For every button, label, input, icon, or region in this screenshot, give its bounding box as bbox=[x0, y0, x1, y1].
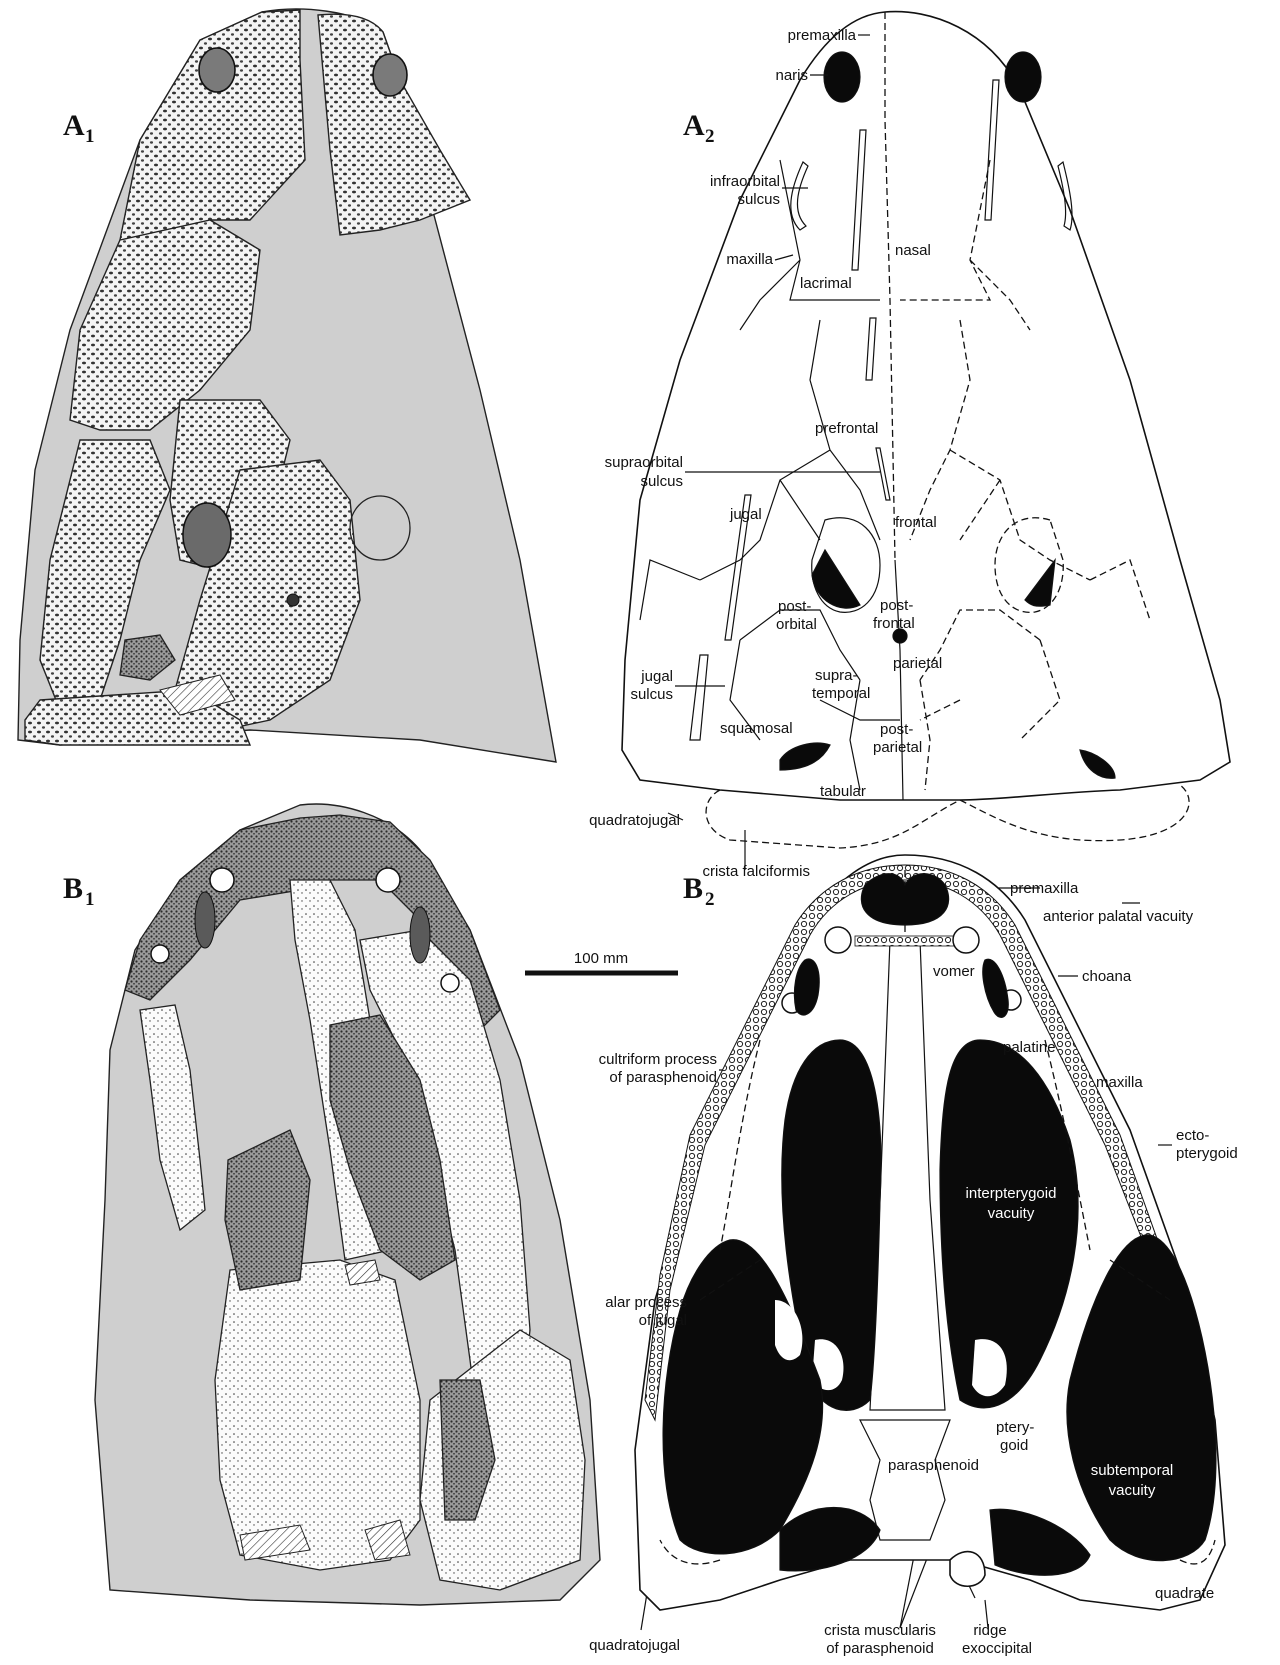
label-maxilla-b2: maxilla bbox=[1096, 1074, 1143, 1091]
label-interpterygoid-2: vacuity bbox=[988, 1205, 1035, 1222]
label-exoccipital: exoccipital bbox=[962, 1640, 1032, 1657]
label-postorbital-1: post- bbox=[778, 598, 811, 615]
label-maxilla-a2: maxilla bbox=[726, 251, 773, 268]
label-alar-2: of jugal bbox=[639, 1312, 687, 1329]
label-pterygoid-2: goid bbox=[1000, 1437, 1028, 1454]
label-ectopterygoid-1: ecto- bbox=[1176, 1127, 1209, 1144]
label-pterygoid-1: ptery- bbox=[996, 1419, 1034, 1436]
label-crista-2: of parasphenoid bbox=[826, 1640, 934, 1657]
label-squamosal: squamosal bbox=[720, 720, 793, 737]
label-postorbital-2: orbital bbox=[776, 616, 817, 633]
label-supraorbital-2: sulcus bbox=[640, 473, 683, 490]
label-supraorbital-1: supraorbital bbox=[605, 454, 683, 471]
a1-naris-right bbox=[373, 54, 407, 96]
label-supratemporal-2: temporal bbox=[812, 685, 870, 702]
label-postparietal-2: parietal bbox=[873, 739, 922, 756]
label-interpterygoid-1: interpterygoid bbox=[966, 1185, 1057, 1202]
svg-text:B: B bbox=[63, 872, 83, 905]
label-infraorbital-2: sulcus bbox=[737, 191, 780, 208]
label-ectopterygoid-2: pterygoid bbox=[1176, 1145, 1238, 1162]
label-alar-1: alar process bbox=[605, 1294, 687, 1311]
svg-text:B: B bbox=[683, 872, 703, 905]
svg-text:1: 1 bbox=[85, 126, 95, 147]
label-postfrontal-2: frontal bbox=[873, 615, 915, 632]
panel-label-a1: A 1 bbox=[63, 109, 95, 147]
b2-foramen-l bbox=[825, 927, 851, 953]
label-cultriform-2: of parasphenoid bbox=[609, 1069, 717, 1086]
label-vomer: vomer bbox=[933, 963, 975, 980]
label-parietal: parietal bbox=[893, 655, 942, 672]
label-quadrate: quadrate bbox=[1155, 1585, 1214, 1602]
label-premaxilla-a2: premaxilla bbox=[788, 27, 857, 44]
panel-b1-drawing bbox=[95, 804, 600, 1605]
a2-naris-right bbox=[1005, 52, 1041, 102]
label-tabular: tabular bbox=[820, 783, 866, 800]
label-supratemporal-1: supra- bbox=[815, 667, 858, 684]
label-anterior-palatal-vacuity: anterior palatal vacuity bbox=[1043, 908, 1194, 925]
b2-foramen-r bbox=[953, 927, 979, 953]
svg-text:2: 2 bbox=[705, 889, 715, 910]
label-jugal-sulcus-2: sulcus bbox=[630, 686, 673, 703]
label-premaxilla-b2: premaxilla bbox=[1010, 880, 1079, 897]
label-postparietal-1: post- bbox=[880, 721, 913, 738]
svg-text:A: A bbox=[683, 109, 705, 142]
panel-label-b1: B 1 bbox=[63, 872, 95, 910]
a1-naris-left bbox=[199, 48, 235, 92]
b1-foramen-3 bbox=[151, 945, 169, 963]
label-crista-1: crista muscularis bbox=[824, 1622, 936, 1639]
label-choana: choana bbox=[1082, 968, 1132, 985]
label-naris: naris bbox=[775, 67, 808, 84]
a1-orbit bbox=[183, 503, 231, 567]
a2-naris-left bbox=[824, 52, 860, 102]
label-cultriform-1: cultriform process bbox=[599, 1051, 717, 1068]
panel-a1-drawing bbox=[18, 9, 556, 762]
svg-text:1: 1 bbox=[85, 889, 95, 910]
label-quadratojugal-b2: quadratojugal bbox=[589, 1637, 680, 1654]
label-jugal: jugal bbox=[729, 506, 762, 523]
label-jugal-sulcus-1: jugal bbox=[640, 668, 673, 685]
label-subtemporal-2: vacuity bbox=[1109, 1482, 1156, 1499]
label-nasal: nasal bbox=[895, 242, 931, 259]
label-parasphenoid: parasphenoid bbox=[888, 1457, 979, 1474]
label-frontal: frontal bbox=[895, 514, 937, 531]
b1-foramen-4 bbox=[441, 974, 459, 992]
b1-choana-left bbox=[195, 892, 215, 948]
b1-choana-right bbox=[410, 907, 430, 963]
svg-text:2: 2 bbox=[705, 126, 715, 147]
label-postfrontal-1: post- bbox=[880, 597, 913, 614]
label-lacrimal: lacrimal bbox=[800, 275, 852, 292]
b1-foramen-2 bbox=[376, 868, 400, 892]
label-subtemporal-1: subtemporal bbox=[1091, 1462, 1174, 1479]
label-quadratojugal-a2: quadratojugal bbox=[589, 812, 680, 829]
label-palatine: palatine bbox=[1003, 1039, 1056, 1056]
b1-hatch-1 bbox=[345, 1260, 380, 1285]
b2-vomer-teeth bbox=[855, 936, 955, 946]
b1-foramen-1 bbox=[210, 868, 234, 892]
label-crista-falciformis: crista falciformis bbox=[702, 863, 810, 880]
a1-pineal-foramen bbox=[287, 594, 299, 606]
b2-condyle-l bbox=[950, 1552, 985, 1587]
label-ridge: ridge bbox=[973, 1622, 1006, 1639]
scale-bar: 100 mm bbox=[525, 950, 678, 973]
svg-text:A: A bbox=[63, 109, 85, 142]
a1-snout-bone-right bbox=[318, 14, 470, 235]
scale-bar-label: 100 mm bbox=[574, 950, 628, 967]
panel-label-a2: A 2 bbox=[683, 109, 715, 147]
label-infraorbital-1: infraorbital bbox=[710, 173, 780, 190]
label-prefrontal: prefrontal bbox=[815, 420, 878, 437]
